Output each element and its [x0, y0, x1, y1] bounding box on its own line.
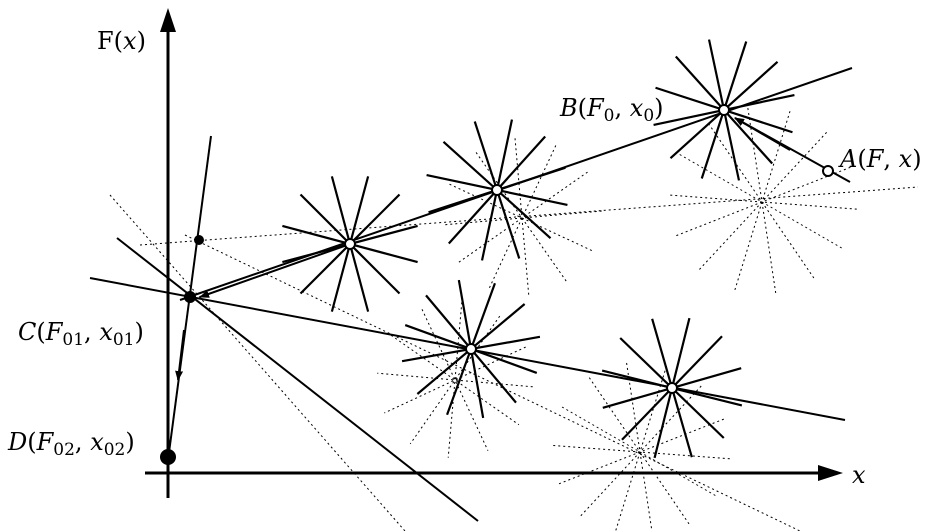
- open-point-marker: [718, 104, 730, 116]
- point-d-marker: [160, 449, 176, 465]
- dotted-star-ray: [384, 346, 526, 414]
- dotted-line-upper: [139, 186, 919, 246]
- open-point-markers: [344, 104, 834, 394]
- x-axis-label: x: [852, 461, 866, 489]
- dotted-star-ray: [447, 302, 463, 458]
- dotted-star-ray: [377, 372, 533, 388]
- intersection-marker: [194, 235, 204, 245]
- x-axis-arrowhead: [818, 465, 843, 481]
- y-axis-label: F(x): [97, 27, 146, 55]
- dotted-star: [550, 362, 730, 531]
- dotted-star: [667, 107, 857, 297]
- arrow-c-to-d: [175, 329, 185, 381]
- arrow-b-to-c: [199, 243, 351, 298]
- dotted-star-ray: [421, 309, 489, 451]
- line-descending: [116, 237, 479, 522]
- label-point-c: C(F01, x01): [18, 318, 144, 350]
- dotted-star-ray: [390, 334, 520, 426]
- open-point-marker: [465, 343, 477, 355]
- dotted-star-group: [377, 107, 857, 531]
- dotted-star-ray: [442, 210, 602, 226]
- dotted-star-ray: [550, 444, 730, 460]
- label-point-a: A(F, x): [838, 145, 922, 173]
- dotted-star-ray: [667, 194, 857, 210]
- open-point-marker: [491, 184, 503, 196]
- arrow-a-to-b: [734, 117, 791, 151]
- point-c-marker: [184, 291, 196, 303]
- dotted-line-left: [109, 194, 406, 531]
- label-point-b: B(F0, x0): [559, 94, 664, 126]
- label-point-d: D(F02, x02): [7, 428, 135, 460]
- dotted-star: [377, 302, 533, 458]
- open-point-marker: [822, 165, 834, 177]
- dotted-star-ray: [626, 362, 653, 531]
- open-point-marker: [666, 382, 678, 394]
- dotted-guide-lines: [109, 186, 919, 531]
- open-point-marker: [344, 238, 356, 250]
- y-axis-arrowhead: [160, 8, 176, 32]
